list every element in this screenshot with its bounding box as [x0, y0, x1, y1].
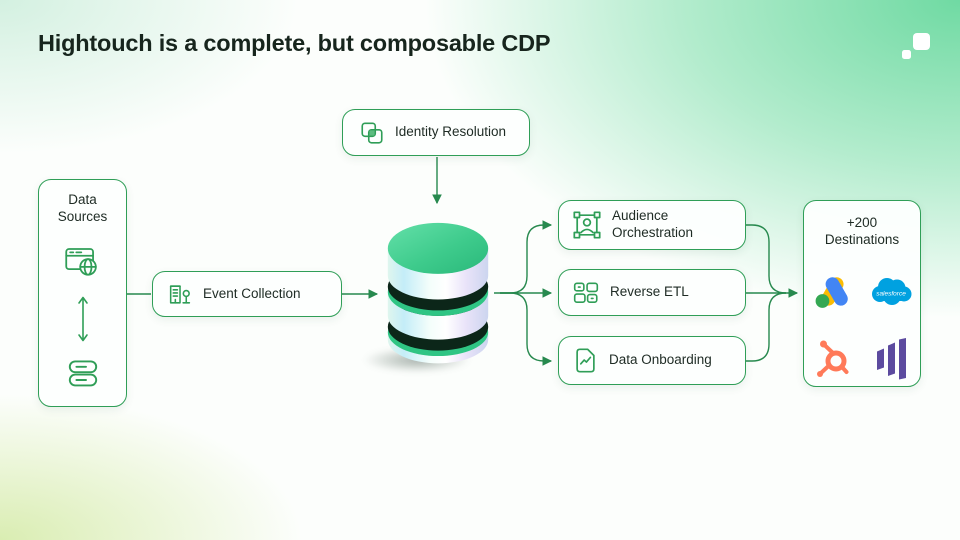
google-ads-logo-icon	[814, 275, 852, 314]
database-stack-icon	[65, 358, 101, 395]
data-onboarding-box: Data Onboarding	[558, 336, 746, 385]
audience-orchestration-box: Audience Orchestration	[558, 200, 746, 250]
identity-resolution-icon	[359, 120, 385, 146]
database-cylinder-icon	[383, 221, 493, 372]
line-warehouse-to-audience	[500, 220, 553, 294]
node-label: Audience Orchestration	[612, 208, 694, 240]
line-onboarding-to-merge	[746, 292, 787, 362]
node-label: Data Onboarding	[609, 352, 712, 368]
destination-logos: salesforce	[811, 275, 913, 385]
destinations-box: +200 Destinations	[803, 200, 921, 387]
logo-square-small	[902, 50, 911, 59]
event-collection-icon	[166, 281, 193, 308]
slide-title: Hightouch is a complete, but composable …	[38, 30, 551, 56]
marketo-logo-icon	[873, 337, 909, 385]
node-label: Identity Resolution	[395, 124, 507, 140]
logo-square-big	[913, 33, 930, 50]
hightouch-logo-icon	[902, 33, 930, 59]
data-onboarding-icon	[572, 346, 599, 375]
reverse-etl-box: Reverse ETL	[558, 269, 746, 316]
node-label: Reverse ETL	[610, 284, 689, 300]
hubspot-logo-icon	[812, 338, 854, 385]
line-warehouse-to-onboarding	[500, 292, 553, 366]
identity-resolution-box: Identity Resolution	[342, 109, 530, 156]
node-label: Data Sources	[57, 192, 108, 224]
data-sources-icons	[64, 246, 102, 395]
node-label: Event Collection	[203, 285, 301, 301]
event-collection-box: Event Collection	[152, 271, 342, 317]
data-sources-box: Data Sources	[38, 179, 127, 407]
node-label: +200 Destinations	[824, 215, 900, 247]
up-down-arrow-icon	[75, 293, 91, 350]
salesforce-logo-icon: salesforce	[867, 275, 915, 314]
audience-orchestration-icon	[572, 210, 602, 240]
web-browser-globe-icon	[64, 246, 102, 285]
salesforce-wordmark: salesforce	[876, 290, 906, 297]
line-audience-to-merge	[746, 224, 787, 294]
reverse-etl-icon	[572, 280, 600, 306]
